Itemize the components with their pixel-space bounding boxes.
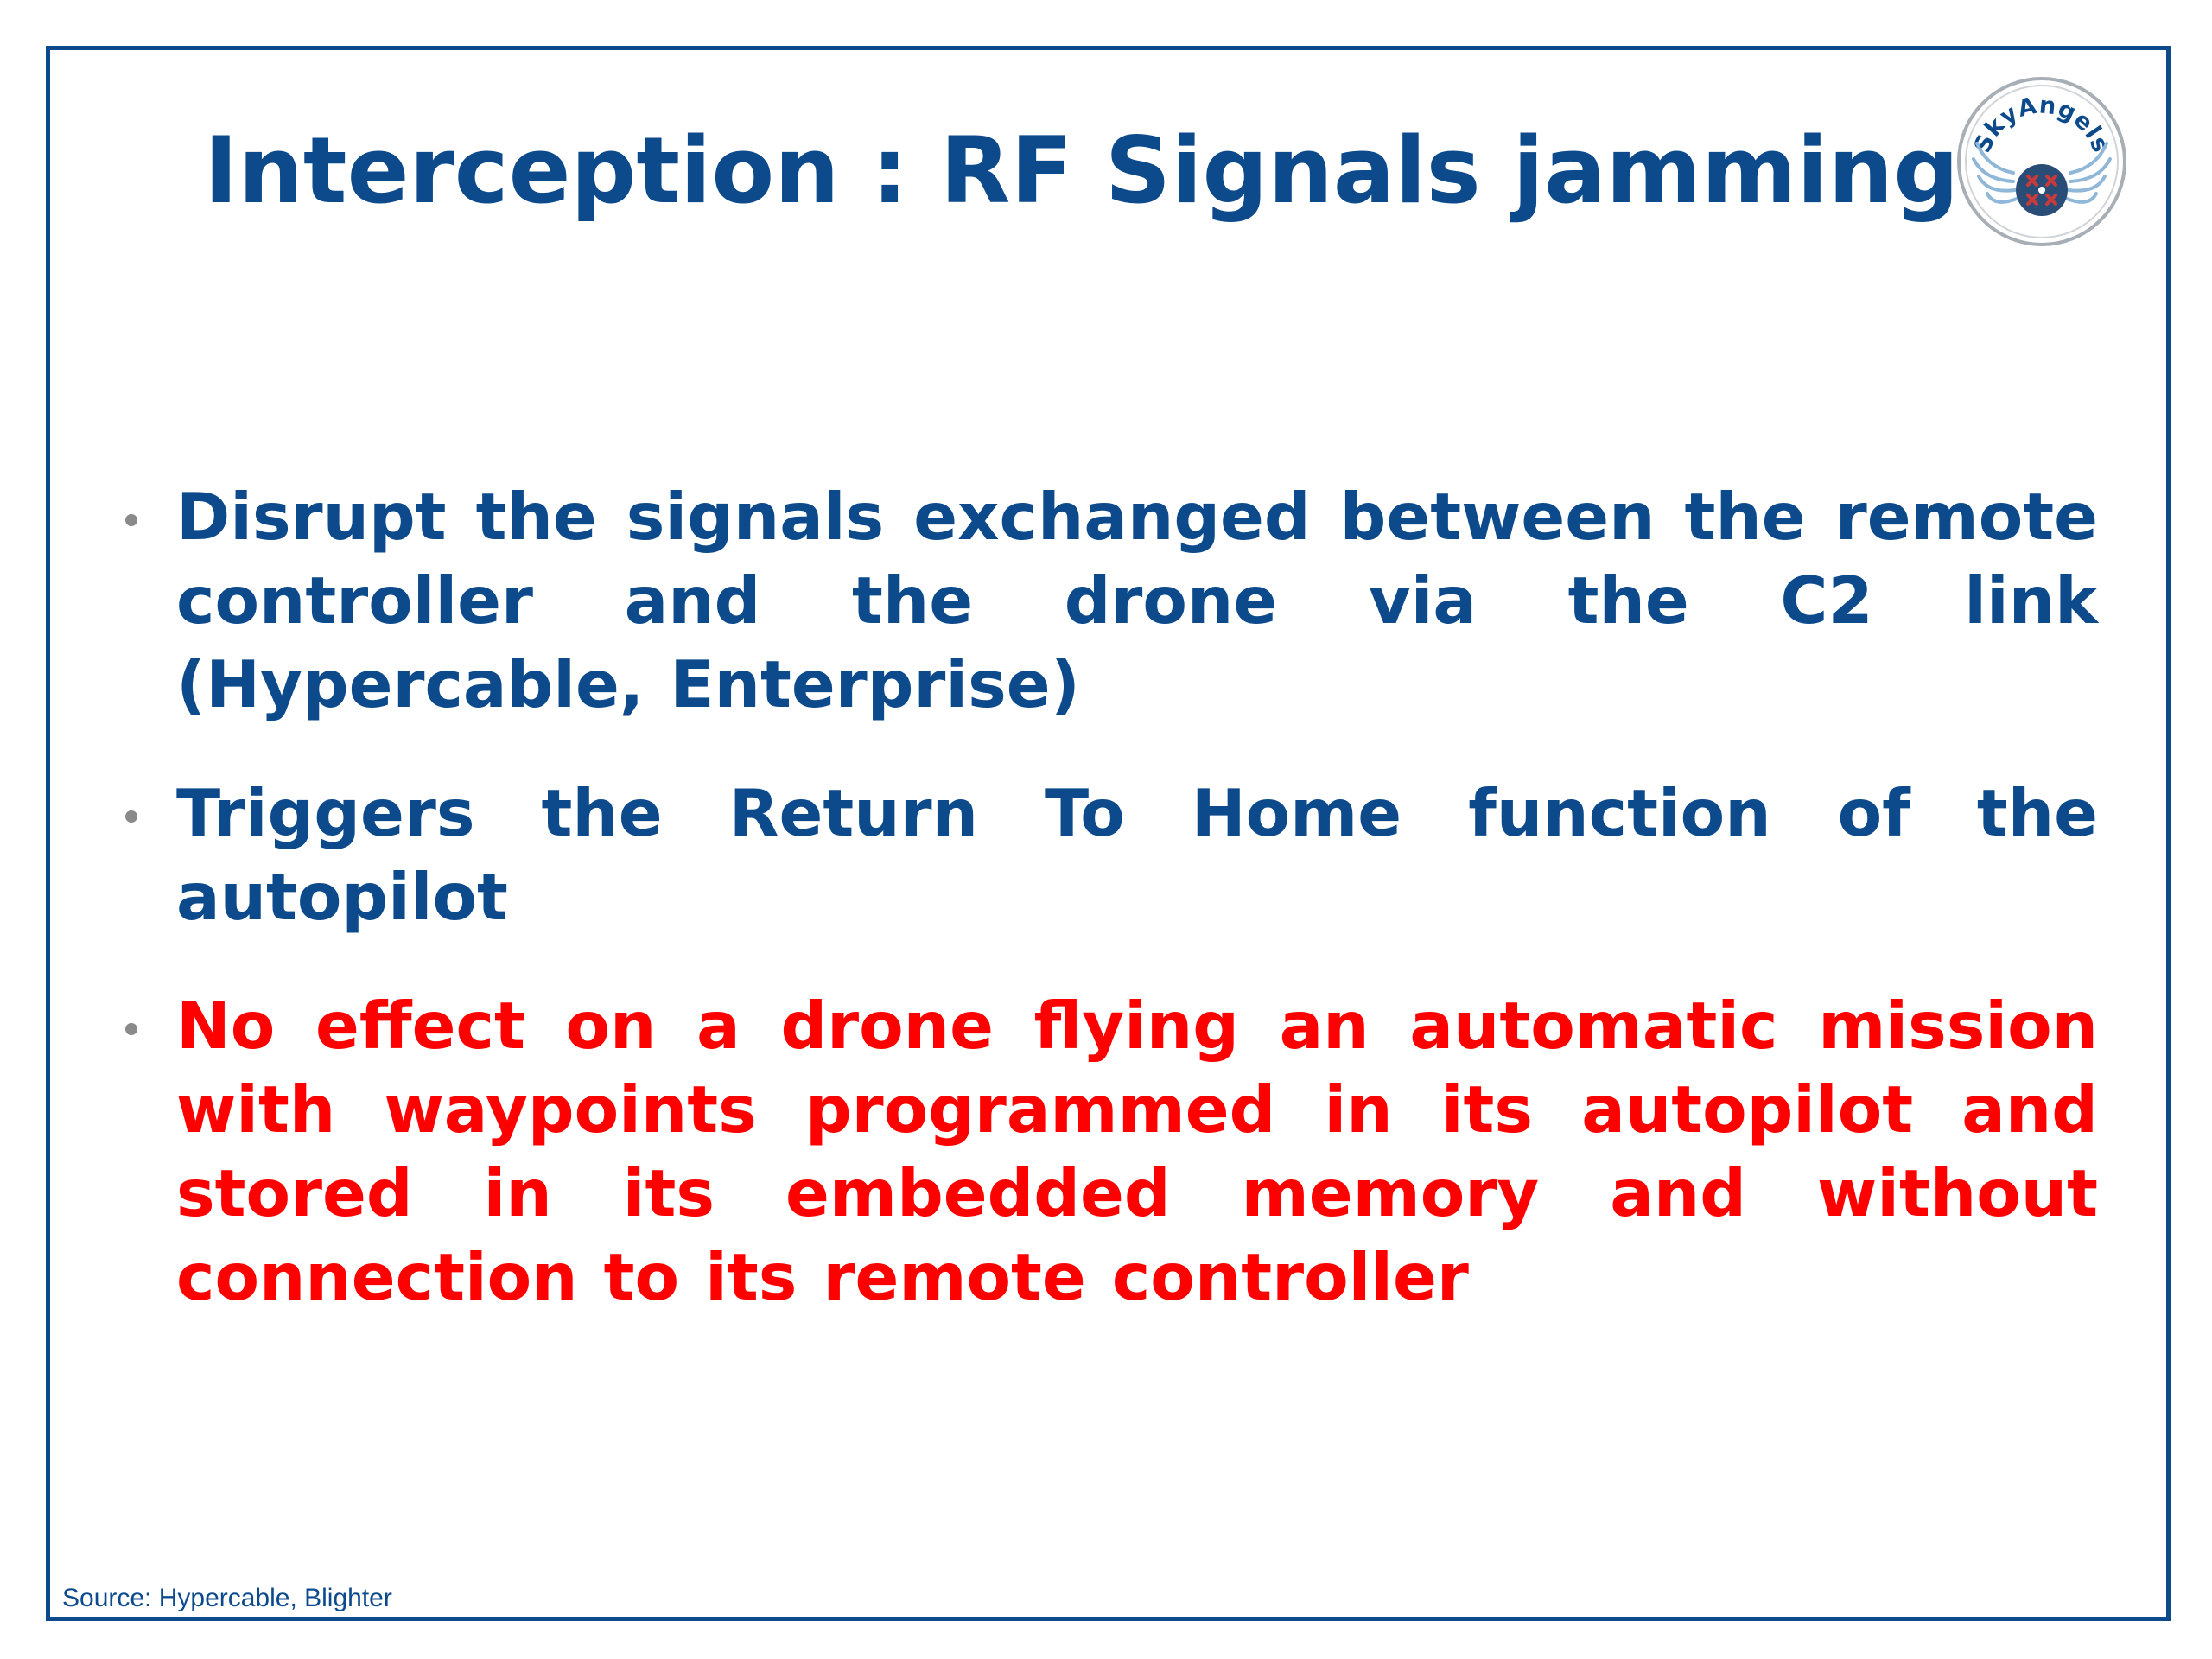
drone-icon xyxy=(2016,164,2068,216)
skyangels-logo: SkyAngels xyxy=(1957,77,2126,246)
bullet-text: No effect on a drone flying an automatic… xyxy=(176,988,2098,1315)
bullet-dot-icon xyxy=(125,514,137,526)
bullet-text: Disrupt the signals exchanged between th… xyxy=(176,479,2098,722)
slide-frame xyxy=(46,46,2171,1621)
bullet-dot-icon xyxy=(125,810,137,823)
bullet-text: Triggers the Return To Home function of … xyxy=(176,775,2098,935)
bullet-dot-icon xyxy=(125,1023,137,1035)
slide-title: Interception : RF Signals jamming xyxy=(204,118,1960,224)
bullet-item: Triggers the Return To Home function of … xyxy=(119,772,2098,939)
bullet-list: Disrupt the signals exchanged between th… xyxy=(119,475,2098,1364)
wings-icon xyxy=(1972,142,2112,204)
bullet-item-highlight: No effect on a drone flying an automatic… xyxy=(119,984,2098,1319)
bullet-item: Disrupt the signals exchanged between th… xyxy=(119,475,2098,727)
source-citation: Source: Hypercable, Blighter xyxy=(62,1584,392,1612)
